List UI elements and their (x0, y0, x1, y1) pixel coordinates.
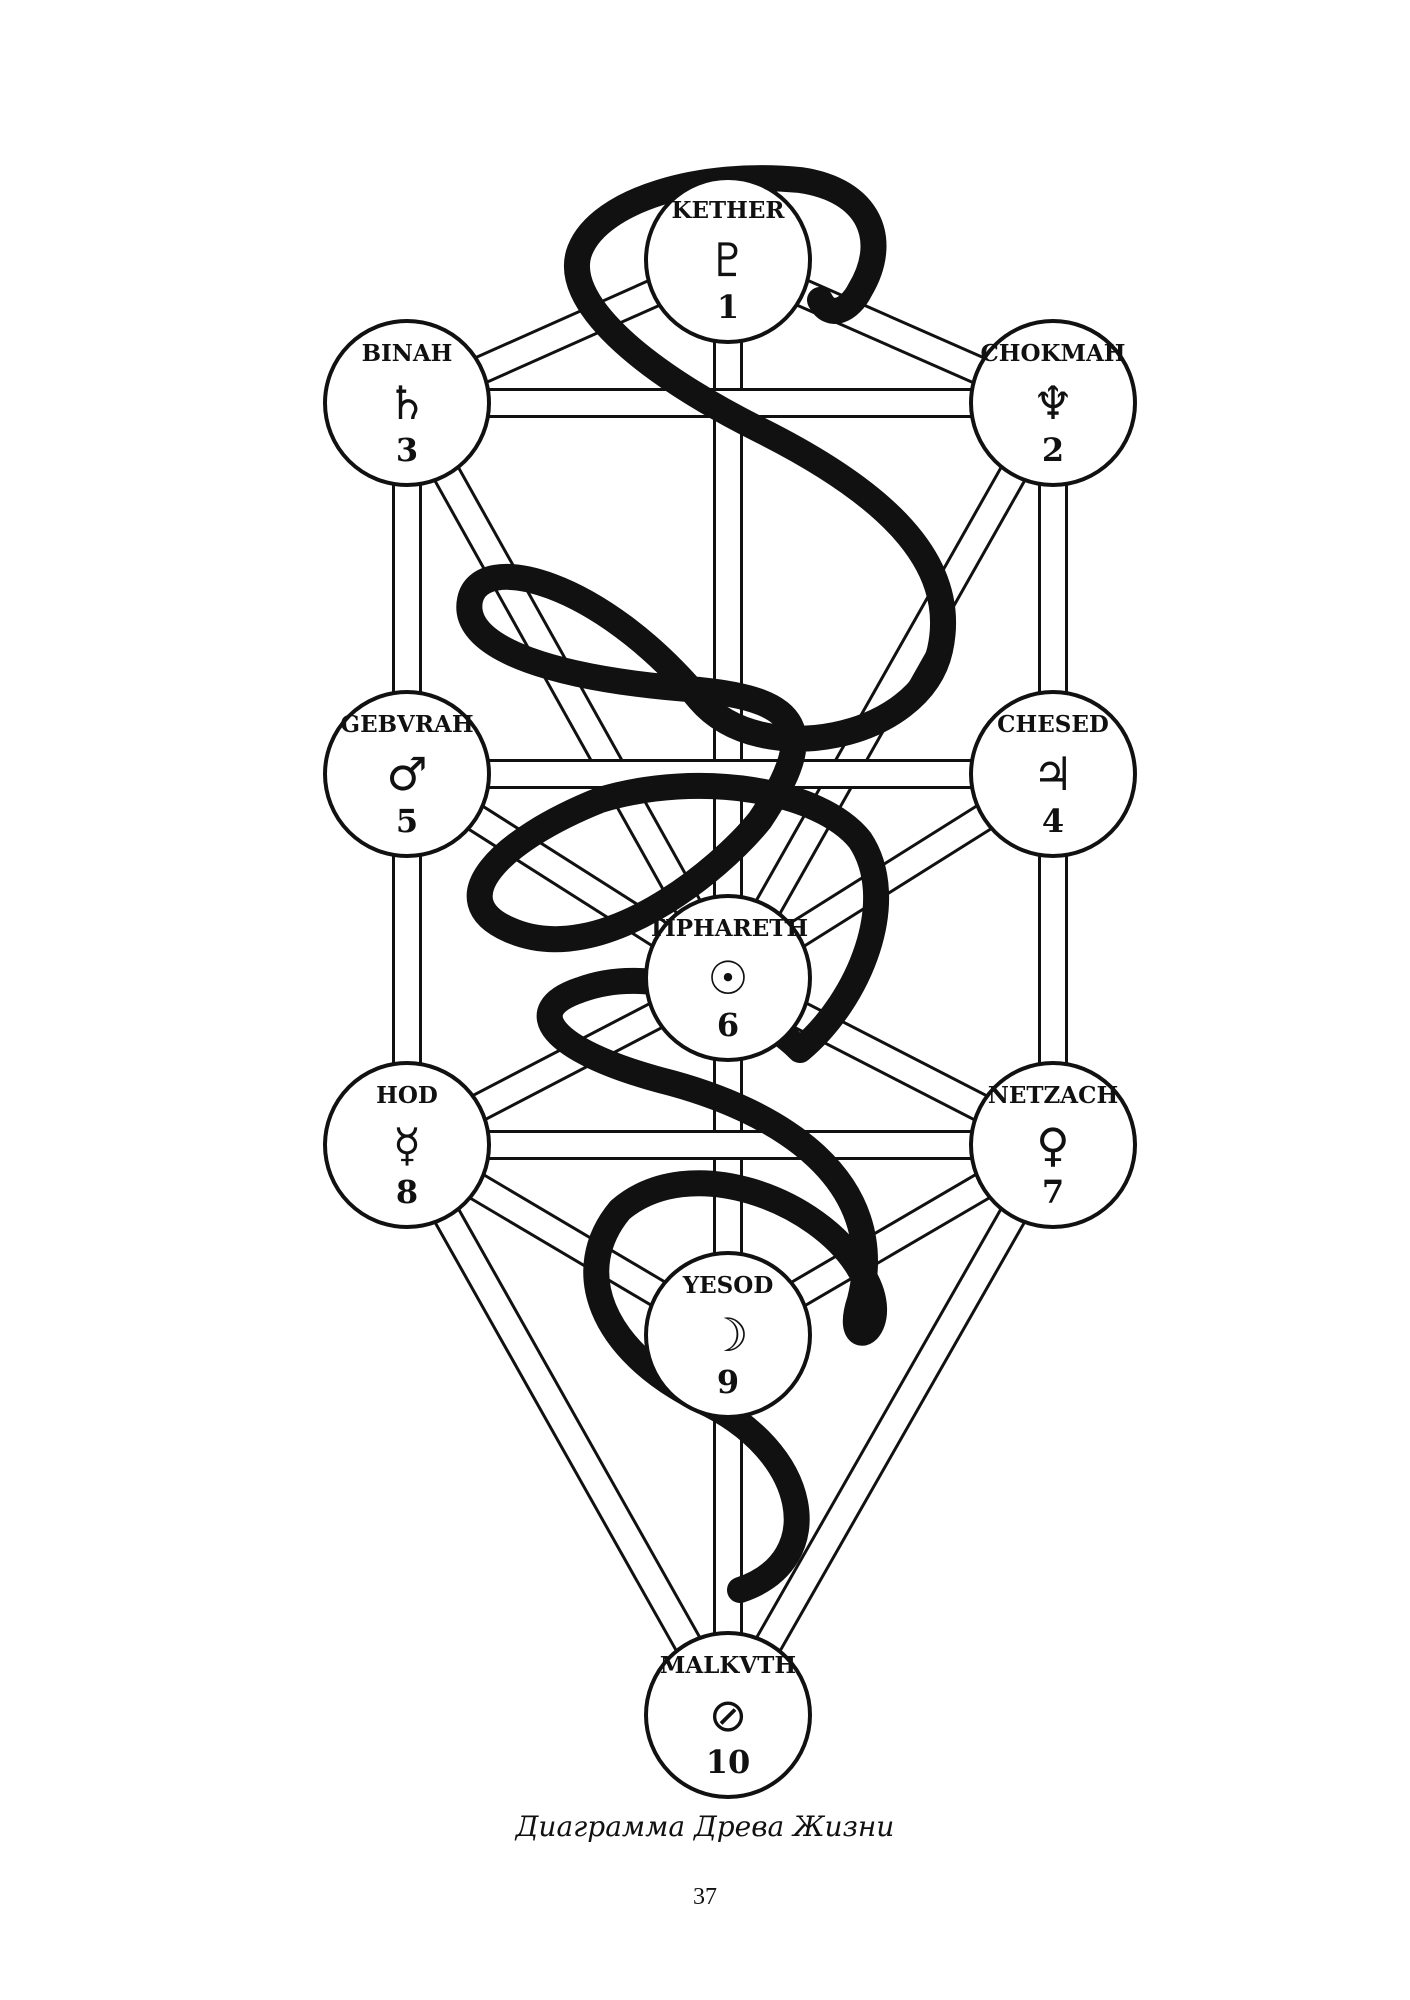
sephirah-circle (644, 894, 812, 1062)
sephirah-binah: BINAH ♄3 (323, 319, 491, 487)
sephirah-hod: HOD ☿8 (323, 1061, 491, 1229)
sephirah-circle (969, 319, 1137, 487)
jupiter-icon: ♃ (1032, 747, 1073, 801)
sun-icon: ☉ (707, 951, 748, 1005)
neptune-icon: ♆ (1032, 376, 1073, 430)
sephirah-name: BINAH (362, 340, 453, 367)
sephirah-name: MALKVTH (660, 1652, 796, 1679)
sephirah-circle (969, 1061, 1137, 1229)
sephirah-tiphareth: TIPHARETH ☉6 (644, 894, 812, 1062)
moon-icon: ☽ (707, 1308, 748, 1362)
page-number: 37 (693, 1884, 717, 1910)
sephirah-gebvrah: GEBVRAH ♂5 (323, 690, 491, 858)
sephirah-number: 9 (717, 1363, 739, 1401)
sephirah-number: 7 (1042, 1173, 1064, 1211)
saturn-icon: ♄ (386, 376, 427, 430)
path-8-10-fill (396, 1139, 739, 1721)
sephirah-number: 1 (717, 288, 739, 326)
sephirah-name: KETHER (671, 197, 785, 224)
sephirah-number: 5 (396, 802, 418, 840)
sephirah-circle (323, 690, 491, 858)
sephirah-circle (644, 1251, 812, 1419)
sephirah-chesed: CHESED ♃4 (969, 690, 1137, 858)
earth-icon: ⊘ (709, 1688, 748, 1742)
mercury-icon: ☿ (393, 1118, 421, 1172)
pluto-icon: ♇ (707, 233, 748, 287)
path-2-6-fill (717, 397, 1064, 984)
path-7-10-fill (717, 1139, 1064, 1721)
sephirah-name: YESOD (682, 1272, 774, 1299)
sephirah-number: 2 (1042, 431, 1064, 469)
sephirah-circle (644, 176, 812, 344)
sephirah-yesod: YESOD ☽9 (644, 1251, 812, 1419)
venus-icon: ♀ (1036, 1118, 1070, 1172)
sephirah-name: TIPHARETH (648, 915, 808, 942)
sephirah-number: 10 (706, 1743, 751, 1781)
sephirah-name: CHOKMAH (980, 340, 1125, 367)
sephirah-number: 6 (717, 1006, 739, 1044)
sephirah-circle (644, 1631, 812, 1799)
sephirah-kether: KETHER ♇1 (644, 176, 812, 344)
sephirah-circle (323, 319, 491, 487)
sephirah-name: HOD (376, 1082, 438, 1109)
sephirah-number: 8 (396, 1173, 418, 1211)
sephirah-chokmah: CHOKMAH ♆2 (969, 319, 1137, 487)
serpent (456, 165, 957, 1603)
sephirah-circle (323, 1061, 491, 1229)
sephirah-name: NETZACH (988, 1082, 1118, 1109)
sephirah-circle (969, 690, 1137, 858)
sephirah-name: GEBVRAH (340, 711, 473, 738)
sephirah-name: CHESED (997, 711, 1109, 738)
sephirah-malkvth: MALKVTH ⊘10 (644, 1631, 812, 1799)
mars-icon: ♂ (386, 747, 427, 801)
sephirah-number: 4 (1042, 802, 1064, 840)
sephirah-netzach: NETZACH ♀7 (969, 1061, 1137, 1229)
figure-caption: Диаграмма Древа Жизни (515, 1810, 895, 1843)
sephirah-number: 3 (396, 431, 418, 469)
